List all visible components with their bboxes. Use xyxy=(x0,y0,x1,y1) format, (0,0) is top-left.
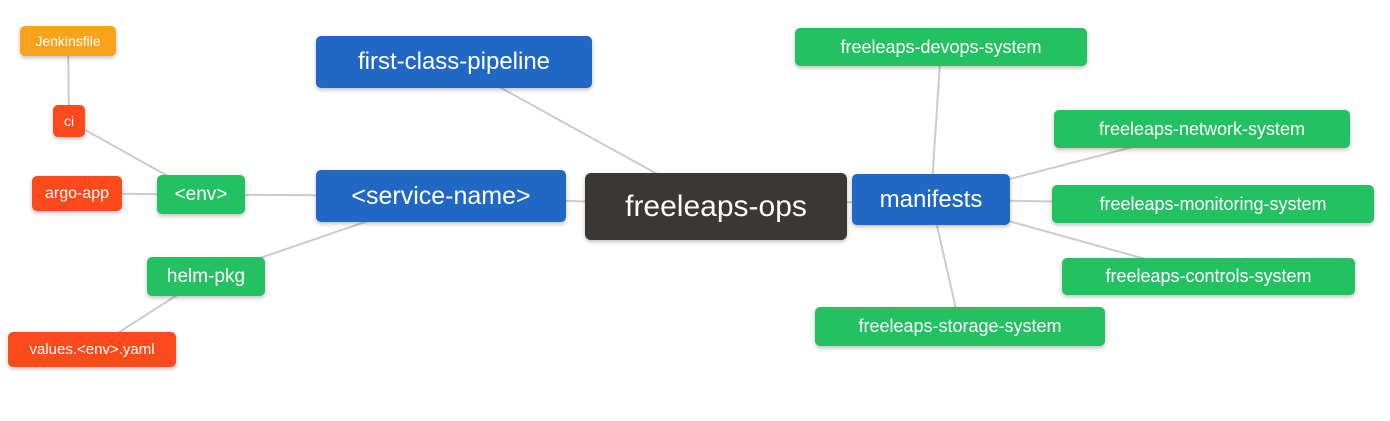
node-first-class-pipeline[interactable]: first-class-pipeline xyxy=(316,36,592,88)
node-env[interactable]: <env> xyxy=(157,175,245,214)
node-manifests[interactable]: manifests xyxy=(852,174,1010,225)
node-freeleaps-devops-system[interactable]: freeleaps-devops-system xyxy=(795,28,1087,66)
node-freeleaps-controls-system[interactable]: freeleaps-controls-system xyxy=(1062,258,1355,295)
node-service-name[interactable]: <service-name> xyxy=(316,170,566,222)
node-helm-pkg[interactable]: helm-pkg xyxy=(147,257,265,296)
node-jenkinsfile[interactable]: Jenkinsfile xyxy=(20,26,116,56)
node-freeleaps-monitoring-system[interactable]: freeleaps-monitoring-system xyxy=(1052,185,1374,223)
node-freeleaps-ops[interactable]: freeleaps-ops xyxy=(585,173,847,240)
node-values-env-yaml[interactable]: values.<env>.yaml xyxy=(8,332,176,367)
node-ci[interactable]: ci xyxy=(53,105,85,137)
node-argo-app[interactable]: argo-app xyxy=(32,176,122,211)
node-freeleaps-network-system[interactable]: freeleaps-network-system xyxy=(1054,110,1350,148)
node-freeleaps-storage-system[interactable]: freeleaps-storage-system xyxy=(815,307,1105,346)
